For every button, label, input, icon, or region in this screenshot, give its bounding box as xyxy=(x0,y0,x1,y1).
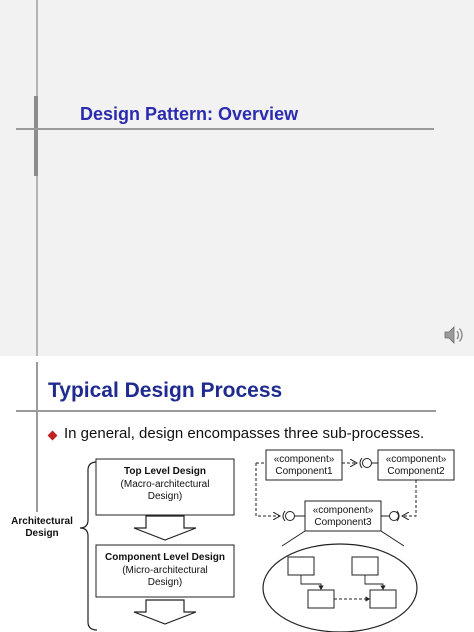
slide-title: Typical Design Process xyxy=(48,379,283,402)
slide-overview: Design Pattern: Overview xyxy=(0,0,474,356)
class-box xyxy=(351,556,379,576)
dependency-line xyxy=(402,480,417,516)
interface-lollipop xyxy=(285,511,295,521)
architectural-design-label: Design xyxy=(25,528,58,539)
slide-separator xyxy=(0,356,474,362)
slide-design-process: Typical Design Process In general, desig… xyxy=(0,362,474,632)
class-box xyxy=(369,589,397,609)
component-detail-ellipse xyxy=(262,543,418,632)
speaker-icon[interactable] xyxy=(444,325,466,345)
interface-lollipop xyxy=(362,458,372,468)
block-arrow-down xyxy=(133,599,197,625)
component-level-design-note: Design) xyxy=(148,577,182,588)
architectural-design-label: Architectural xyxy=(11,516,73,527)
top-level-design-box xyxy=(95,458,235,516)
block-arrow-down xyxy=(133,515,197,541)
bullet-text: In general, design encompasses three sub… xyxy=(64,425,425,442)
component1-stereotype: «component» xyxy=(274,454,335,465)
zoom-line xyxy=(281,530,306,547)
class-association xyxy=(364,575,386,590)
component-level-design-note: (Micro-architectural xyxy=(122,565,208,576)
design-process-diagram: Architectural Design Top Level Design (M… xyxy=(11,449,455,632)
interface-socket xyxy=(359,457,363,469)
slide-vertical-rule xyxy=(36,362,38,512)
component3-name: Component3 xyxy=(314,517,372,528)
slide-horizontal-rule xyxy=(16,410,436,412)
slide-horizontal-rule xyxy=(16,128,434,130)
slide-rule-accent xyxy=(34,96,38,176)
class-association xyxy=(300,575,324,590)
component1-box xyxy=(265,449,343,481)
top-level-design-note: (Macro-architectural xyxy=(121,479,210,490)
top-level-design-title: Top Level Design xyxy=(124,466,206,477)
scope-bracket xyxy=(79,461,98,631)
component-level-design-box xyxy=(95,544,235,598)
interface-socket xyxy=(282,510,286,522)
component2-stereotype: «component» xyxy=(386,454,447,465)
top-level-design-note: Design) xyxy=(148,491,182,502)
class-box xyxy=(287,556,315,576)
component3-stereotype: «component» xyxy=(313,505,374,516)
slide-title: Design Pattern: Overview xyxy=(80,104,299,124)
zoom-line xyxy=(380,530,405,547)
component-level-design-title: Component Level Design xyxy=(105,552,225,563)
interface-lollipop xyxy=(389,511,399,521)
component1-name: Component1 xyxy=(275,466,333,477)
component2-name: Component2 xyxy=(387,466,445,477)
slide-vertical-rule xyxy=(36,0,38,356)
dependency-line xyxy=(255,463,280,516)
class-box xyxy=(307,589,335,609)
